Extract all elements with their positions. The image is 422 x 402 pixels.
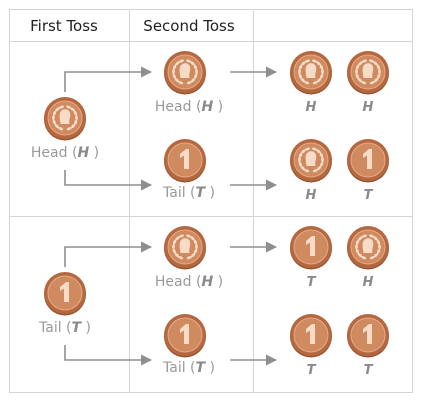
second-toss-label-tail: Tail (T ) [162, 185, 215, 201]
first-toss-coin-head [44, 97, 86, 141]
outcome-coin-head [347, 226, 389, 270]
header-second-toss: Second Toss [143, 17, 235, 35]
first-toss-label-tail: Tail (T ) [38, 320, 91, 336]
outcome-coin-tail [290, 314, 332, 358]
outcome-letter: T [364, 188, 374, 203]
second-toss-coin-head [164, 226, 206, 270]
second-toss-coin-head [164, 51, 206, 95]
outcome-letter: H [306, 100, 317, 115]
outcome-coin-tail [347, 314, 389, 358]
branch-arrow [64, 170, 153, 191]
branch-arrow [64, 241, 153, 267]
outcome-letter: H [363, 100, 374, 115]
second-toss-label-head: Head (H ) [155, 99, 223, 115]
outcome-letter: H [306, 188, 317, 203]
branch-arrow [64, 345, 153, 366]
outcome-letter: T [307, 275, 317, 290]
outcome-letter: H [363, 275, 374, 290]
outcome-letter: T [307, 363, 317, 378]
outcome-coin-head [290, 139, 332, 183]
second-toss-label-head: Head (H ) [155, 274, 223, 290]
second-toss-label-tail: Tail (T ) [162, 360, 215, 376]
outcome-coin-head [347, 51, 389, 95]
outcome-letter: T [364, 363, 374, 378]
second-toss-coin-tail [164, 139, 206, 183]
outcome-coin-tail [290, 226, 332, 270]
second-toss-coin-tail [164, 314, 206, 358]
first-toss-coin-tail [44, 272, 86, 316]
branch-arrow [64, 66, 153, 92]
table-grid [9, 9, 413, 393]
outcome-coin-tail [347, 139, 389, 183]
outcome-coin-head [290, 51, 332, 95]
first-toss-label-head: Head (H ) [31, 145, 99, 161]
header-first-toss: First Toss [30, 17, 98, 35]
